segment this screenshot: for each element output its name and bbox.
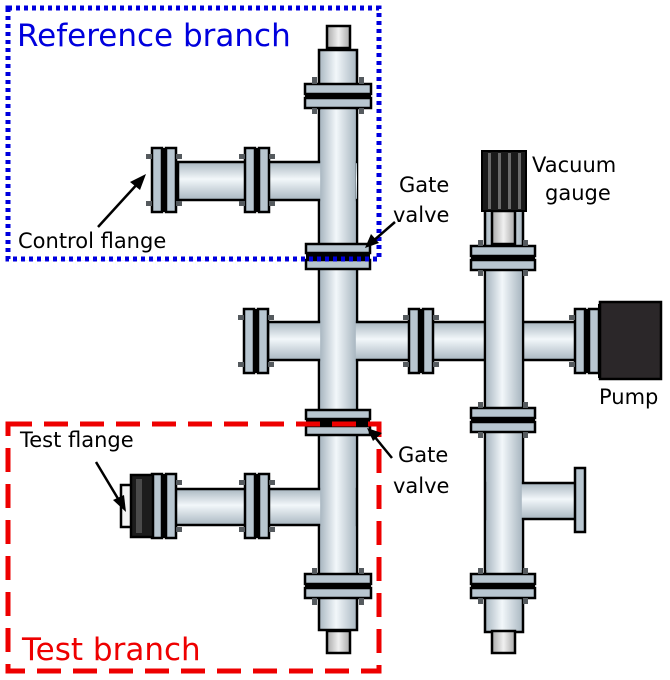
flange-bolts — [146, 77, 575, 605]
reference-branch-box — [5, 5, 382, 262]
end-caps — [325, 24, 517, 655]
annotation-arrows — [94, 174, 396, 512]
test-flange-label: Test flange — [19, 428, 134, 452]
gauge-neck — [490, 209, 517, 246]
gate-valve-lower-label-line2: valve — [393, 474, 449, 498]
gate-valve-lower-label-line1: Gate — [398, 443, 448, 467]
pump-device — [598, 300, 663, 381]
vacuum-gauge-label-line2: gauge — [545, 181, 611, 205]
control-flange-label: Control flange — [18, 229, 166, 253]
test-flange-device — [119, 473, 155, 539]
gate-valve-upper-label-line2: valve — [393, 203, 449, 227]
gate-valve-upper-label-line1: Gate — [399, 173, 449, 197]
vacuum-gauge-device — [481, 150, 527, 212]
pump-label: Pump — [599, 385, 658, 409]
vertical-flange-seams — [162, 148, 589, 538]
test-branch-label: Test branch — [21, 632, 201, 668]
bottom-right-cap — [490, 629, 517, 655]
vertical-flanges — [150, 146, 601, 540]
reference-branch-label: Reference branch — [17, 18, 291, 54]
vacuum-gauge-label-line1: Vacuum — [532, 153, 616, 177]
bottom-left-cap — [325, 629, 352, 655]
test-branch-box — [5, 421, 382, 674]
top-cap — [325, 24, 352, 50]
